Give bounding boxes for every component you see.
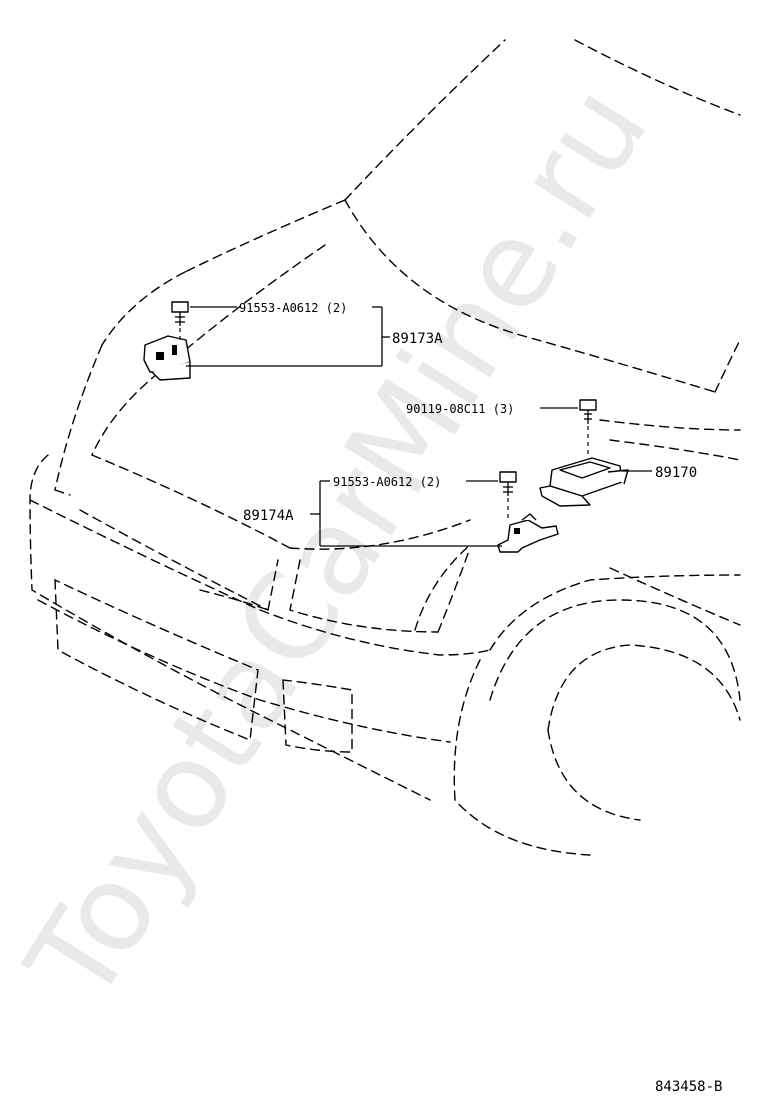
- airbag-ecu: [539, 457, 629, 507]
- leader-lines: [186, 306, 652, 547]
- label-bolt-top: 91553-A0612 (2): [239, 301, 347, 315]
- label-ecu-89170: 89170: [655, 465, 697, 481]
- screw-ecu-icon: [579, 399, 597, 424]
- label-bolt-mid: 91553-A0612 (2): [333, 475, 441, 489]
- airbag-sensor-bracket: [497, 513, 559, 553]
- label-bracket-89174a: 89174A: [243, 508, 294, 524]
- watermark: ToyotaCarMine.ru: [1, 63, 675, 1027]
- front-airbag-sensor-left: [143, 335, 191, 381]
- label-screw-ecu: 90119-08C11 (3): [406, 402, 514, 416]
- bolt-mid-icon: [499, 471, 517, 496]
- label-sensor-89173a: 89173A: [392, 331, 443, 347]
- bolt-top-icon: [171, 301, 189, 326]
- figure-id: 843458-B: [655, 1079, 722, 1095]
